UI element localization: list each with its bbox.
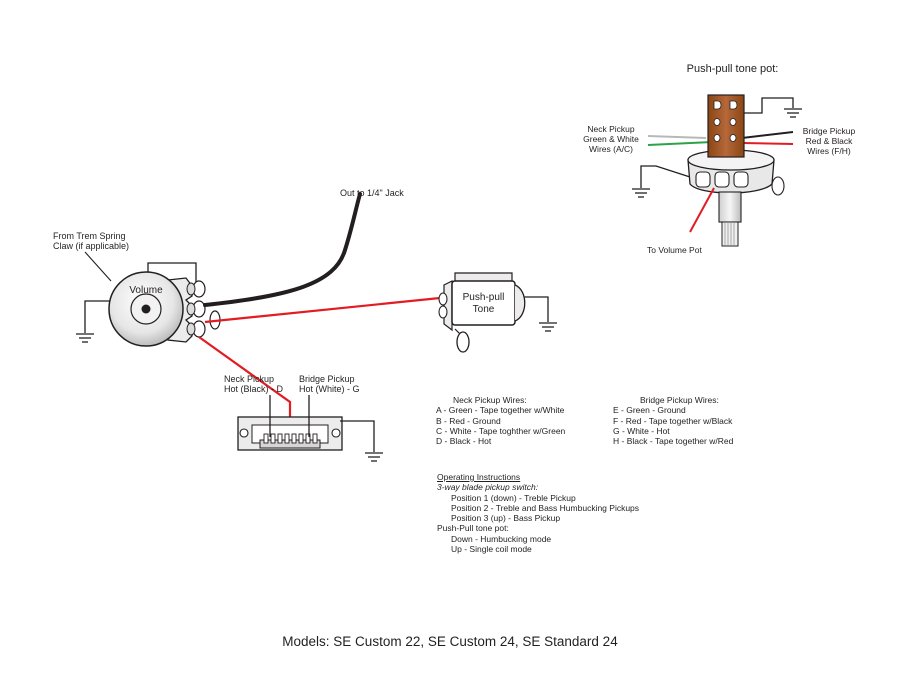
neck-wires-legend: Neck Pickup Wires: A - Green - Tape toge… [436,395,565,446]
blade-pickup-switch [237,395,383,462]
operating-line: Push-Pull tone pot: [437,523,509,534]
ground-symbol [539,322,557,332]
bridge-wire-line: F - Red - Tape together w/Black [613,415,733,426]
bridge-hot-label-1: Bridge Pickup [299,374,355,384]
push-pull-tone-pot [438,272,557,353]
operating-heading: Operating Instructions [437,472,521,482]
bridge-wire-line: G - White - Hot [613,425,670,436]
output-jack-label: Out to 1/4" Jack [340,188,404,198]
bridge-wire-line: H - Black - Tape together w/Red [613,436,734,447]
bridge-wires-legend: Bridge Pickup Wires: E - Green - Ground … [613,395,733,446]
bridge-wires-heading: Bridge Pickup Wires: [640,395,719,405]
neck-wire-line: A - Green - Tape together w/White [436,405,565,416]
hot-wire-to-tone [204,296,441,324]
push-pull-detail-title: Push-pull tone pot: [686,63,779,75]
bridge-hot-label-2: Hot (White) - G [299,384,360,394]
pp-bridge-label-3: Wires (F/H) [807,146,851,156]
push-pull-tone-label-1: Push-pull [462,292,505,303]
trem-claw-label-1: From Trem Spring [53,231,126,241]
pp-bridge-label-1: Bridge Pickup [802,126,856,136]
to-volume-label: To Volume Pot [647,245,702,255]
trem-claw-pointer [84,251,112,282]
neck-hot-label-2: Hot (Black) - D [224,384,284,394]
push-pull-tone-label-2: Tone [472,304,495,315]
pp-neck-label-3: Wires (A/C) [589,144,633,154]
operating-line: Position 1 (down) - Treble Pickup [451,492,576,503]
pp-bridge-label-2: Red & Black [805,136,853,146]
operating-line: 3-way blade pickup switch: [437,482,539,493]
push-pull-detail [632,94,802,247]
operating-instructions: Operating Instructions 3-way blade picku… [437,472,639,554]
neck-wires-heading: Neck Pickup Wires: [453,395,527,405]
trem-claw-label-2: Claw (if applicable) [53,241,130,251]
operating-line: Up - Single coil mode [451,544,532,555]
volume-pot [76,262,221,347]
volume-label: Volume [129,285,163,296]
neck-wire-line: B - Red - Ground [436,415,501,426]
neck-wire-line: C - White - Tape toghther w/Green [436,425,566,436]
neck-hot-label-1: Neck Pickup [224,374,275,384]
bridge-wire-line: E - Green - Ground [613,405,686,416]
operating-line: Down - Humbucking mode [451,533,552,544]
ground-symbol [76,333,94,343]
pp-neck-label-1: Neck Pickup [587,124,635,134]
operating-line: Position 2 - Treble and Bass Humbucking … [451,502,640,513]
models-footer: Models: SE Custom 22, SE Custom 24, SE S… [282,634,618,649]
ground-symbol [365,452,383,462]
operating-line: Position 3 (up) - Bass Pickup [451,513,561,524]
neck-wire-line: D - Black - Hot [436,436,492,447]
output-jack-cable [203,192,362,307]
pp-neck-label-2: Green & White [583,134,639,144]
